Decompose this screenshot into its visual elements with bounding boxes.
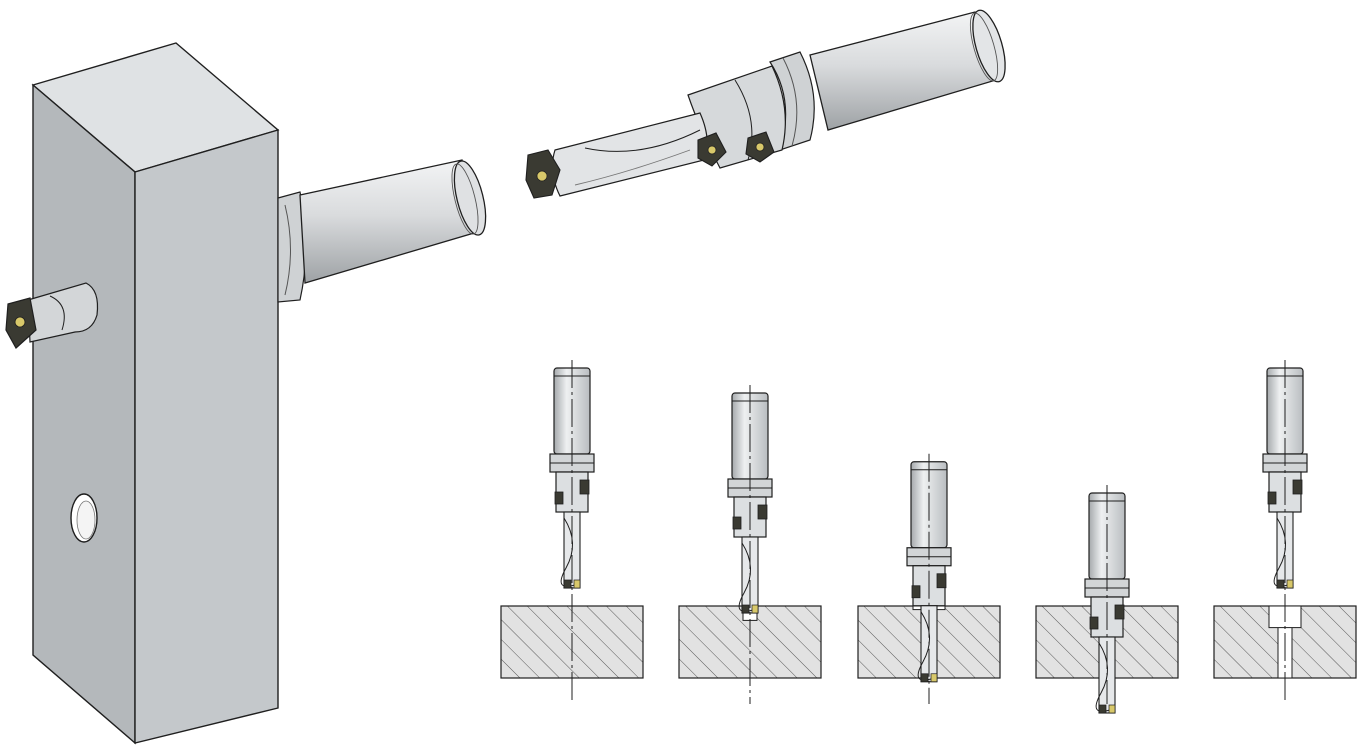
insert-icon [751, 604, 759, 614]
stage-2 [678, 385, 822, 704]
drill-flute-body [551, 112, 708, 197]
block-front-face [32, 83, 136, 745]
insert-icon [697, 132, 727, 167]
stage-4 [1035, 485, 1179, 714]
drill-flange [769, 51, 815, 151]
insert-icon [554, 491, 564, 505]
insert-icon [1286, 579, 1294, 589]
insert-icon [1098, 704, 1107, 714]
insert-icon [579, 479, 590, 495]
insert-icon [1114, 604, 1125, 620]
drill-exit-flute [27, 282, 99, 343]
insert-icon [1267, 491, 1277, 505]
drilling-sequence [500, 360, 1357, 714]
drill-tool [1262, 367, 1308, 589]
insert-icon [930, 673, 938, 683]
shank-cylinder [299, 159, 475, 284]
insert-icon [1108, 704, 1116, 714]
drill-shank-large [809, 11, 997, 131]
insert-icon [732, 516, 742, 530]
drill-tool [906, 461, 952, 683]
insert-icon [563, 579, 572, 589]
insert-icon [1292, 479, 1303, 495]
insert-icon [757, 504, 768, 520]
insert-icon [1276, 579, 1285, 589]
block-side-face [134, 129, 279, 744]
drill-in-block [5, 282, 99, 349]
insert-icon [936, 573, 947, 589]
workpiece-block [31, 42, 280, 745]
insert-icon [920, 673, 929, 683]
drill-3d-view [525, 9, 1006, 199]
insert-icon [741, 604, 750, 614]
insert-icon [5, 297, 37, 349]
stage-5 [1213, 360, 1357, 704]
stage-1 [500, 360, 644, 704]
drill-shank-behind-block [277, 159, 487, 303]
block-hole-inner [76, 500, 96, 540]
insert-icon [525, 149, 561, 199]
stage-3 [857, 453, 1001, 704]
insert-icon [1089, 616, 1099, 630]
insert-icon [573, 579, 581, 589]
insert-icon [911, 585, 921, 599]
insert-icon [745, 131, 775, 163]
